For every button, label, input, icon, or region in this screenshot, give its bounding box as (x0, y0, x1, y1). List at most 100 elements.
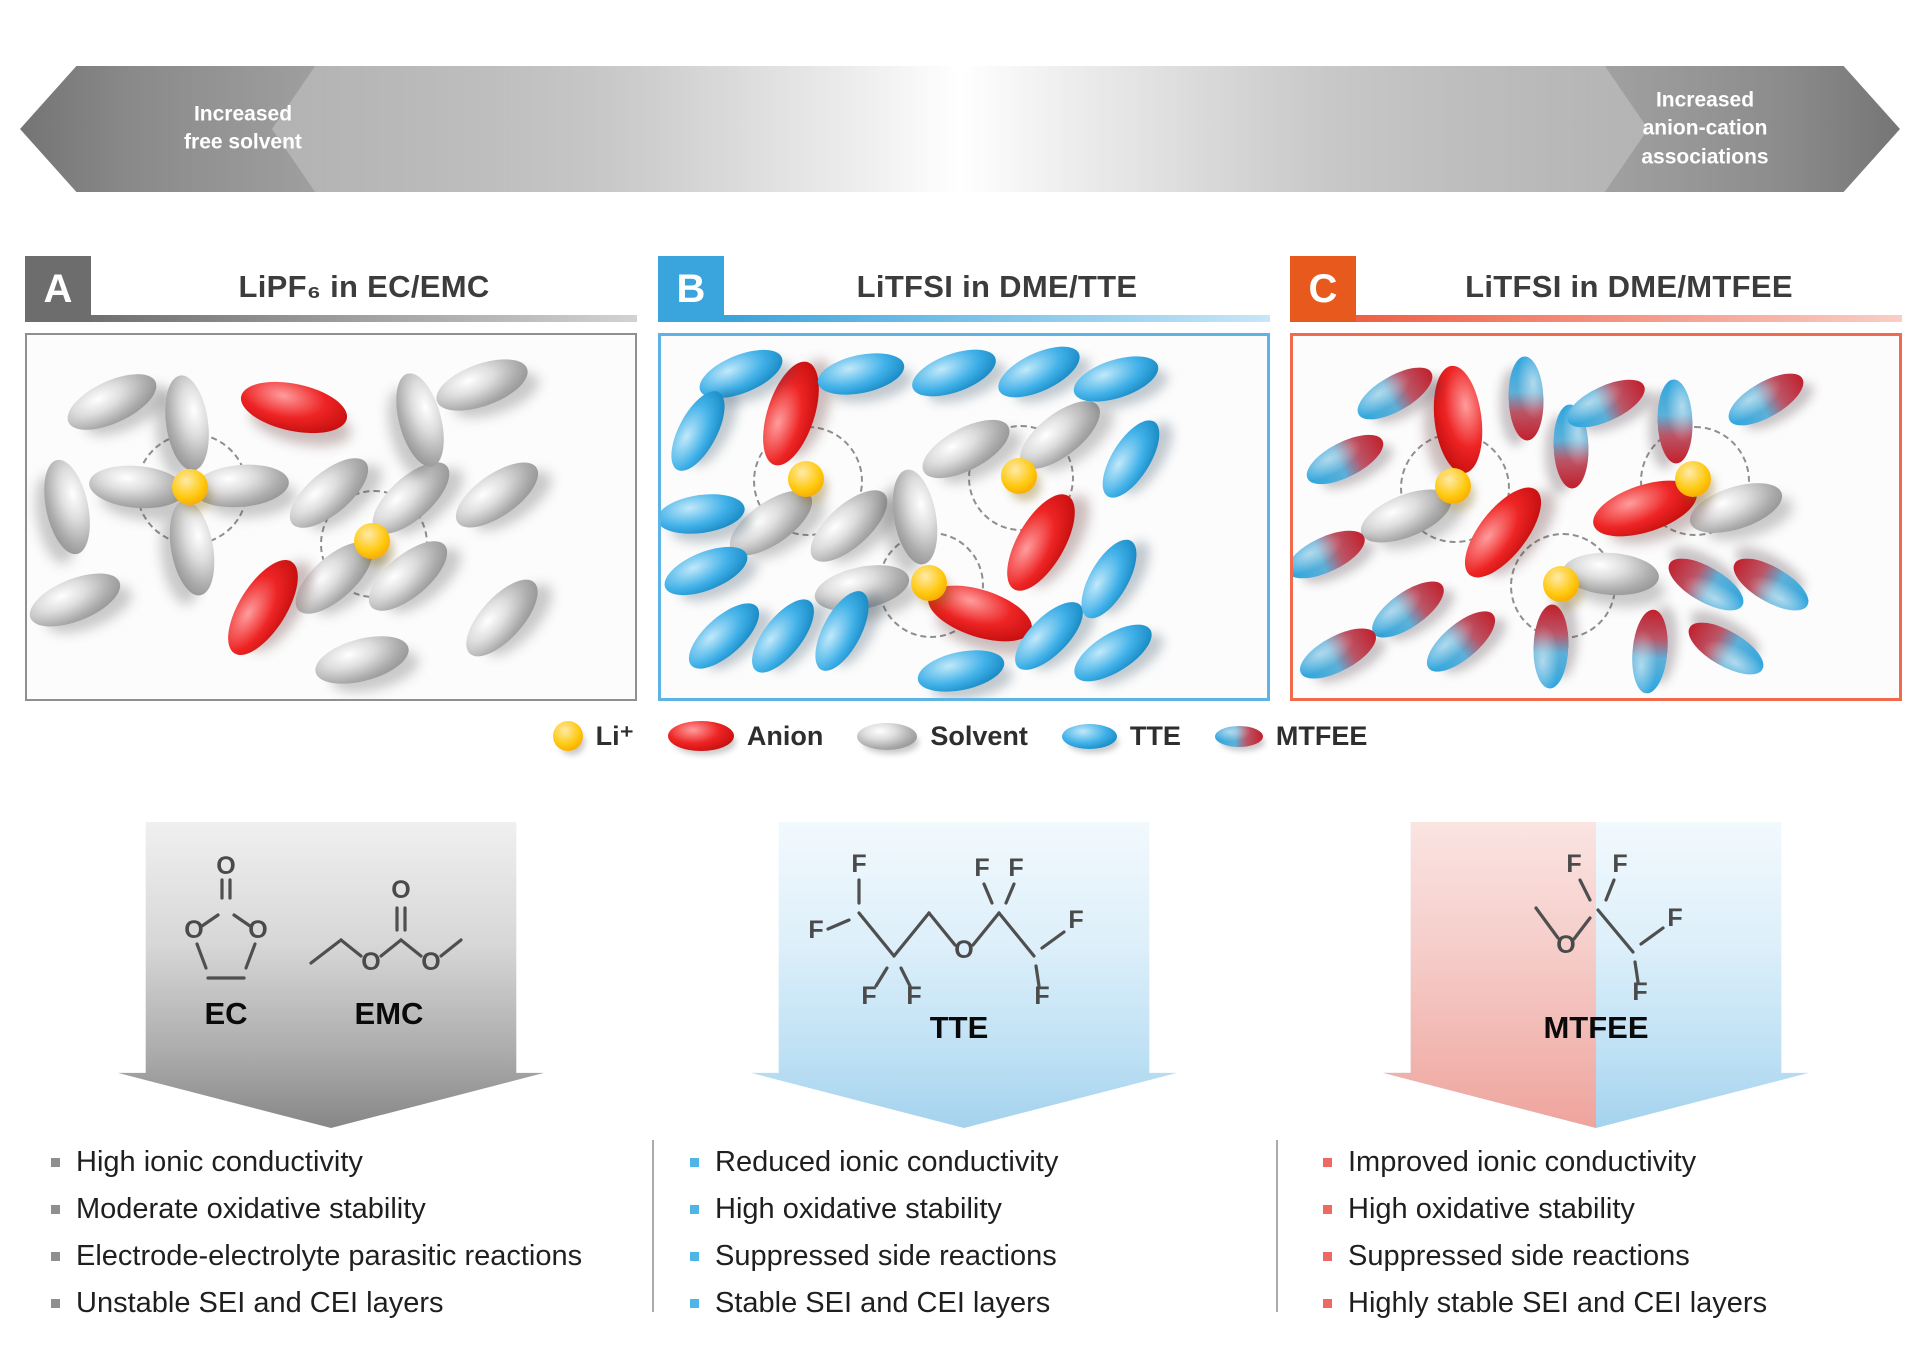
legend-label: Anion (746, 720, 824, 751)
down-arrow (118, 822, 544, 1128)
bullet-item: Improved ionic conductivity (1323, 1146, 1883, 1179)
bond-line (874, 966, 889, 988)
bond-line (1578, 878, 1592, 902)
atom-label: F (1667, 904, 1682, 932)
bullet-item: High oxidative stability (1323, 1193, 1883, 1226)
atom-label: O (184, 916, 203, 944)
li-ion (1001, 458, 1037, 494)
bond-line (1596, 908, 1635, 954)
bullet-marker (690, 1205, 699, 1214)
mtfee-ellipse (1349, 356, 1441, 430)
bond-line (1604, 878, 1616, 902)
solvent-ellipse (429, 348, 535, 422)
bond-line (439, 938, 463, 958)
mtfee-ellipse (1560, 369, 1652, 437)
bullet-marker (51, 1299, 60, 1308)
banner-label-left: Increased free solvent (184, 102, 302, 154)
legend-label: Li⁺ (595, 720, 634, 751)
legend-item: MTFEE (1214, 720, 1368, 752)
bond-line (1040, 930, 1066, 950)
bullet-item: Suppressed side reactions (1323, 1240, 1883, 1273)
atom-label: O (1556, 931, 1575, 959)
atom-label: F (974, 854, 989, 882)
down-arrow (751, 822, 1177, 1128)
bullet-text: High oxidative stability (1348, 1193, 1635, 1225)
molecule-label: EC (204, 996, 247, 1031)
panel-scene-box (658, 333, 1270, 701)
bond-line (195, 942, 208, 970)
bond-line (379, 938, 403, 958)
atom-label: F (861, 982, 876, 1010)
anion-ellipse (236, 372, 352, 442)
anion-swatch (667, 721, 734, 751)
bullet-text: Unstable SEI and CEI layers (76, 1287, 444, 1319)
bond-line (244, 942, 257, 970)
bullet-text: Improved ionic conductivity (1348, 1146, 1697, 1178)
legend-item: Li⁺ (552, 720, 634, 752)
gradient-arrow-banner: Increased free solvent Increased anion-c… (20, 66, 1900, 192)
li-ion (172, 469, 208, 505)
mtfee-ellipse (1720, 362, 1812, 436)
tte-ellipse (814, 346, 908, 402)
column-divider (652, 1140, 654, 1312)
tte-ellipse (914, 643, 1008, 698)
solvent-ellipse (454, 568, 550, 668)
mtfee-ellipse (1363, 570, 1453, 648)
mtfee-ellipse (1299, 424, 1391, 494)
legend-item: TTE (1061, 721, 1181, 752)
bullet-marker (690, 1299, 699, 1308)
bond-line (232, 913, 252, 928)
bond-line (309, 938, 343, 965)
panel-letter-badge: A (25, 256, 91, 322)
bullet-text: Suppressed side reactions (1348, 1240, 1690, 1272)
atom-label: F (1566, 850, 1581, 878)
solvent-ellipse (310, 627, 414, 693)
bullet-item: Suppressed side reactions (690, 1240, 1250, 1273)
mtfee-ellipse (1293, 617, 1384, 689)
bond-line (399, 938, 423, 958)
panel-letter-badge: B (658, 256, 724, 322)
bond-line (927, 911, 957, 947)
legend-label: MTFEE (1275, 720, 1368, 751)
panel-title: LiPF₆ in EC/EMC (238, 269, 490, 304)
bond-line (892, 911, 931, 958)
bond-line (1534, 906, 1560, 940)
bullet-item: Unstable SEI and CEI layers (51, 1287, 611, 1320)
solvent-ellipse (27, 562, 128, 638)
bond-line (200, 913, 220, 928)
bullet-item: Moderate oxidative stability (51, 1193, 611, 1226)
bond-line (1572, 916, 1592, 941)
bullet-item: Reduced ionic conductivity (690, 1146, 1250, 1179)
bond-line (826, 918, 851, 931)
bond-line (997, 911, 1036, 958)
bullet-marker (1323, 1252, 1332, 1261)
bond-line (1639, 926, 1665, 946)
tte-ellipse (1091, 411, 1171, 507)
bullet-marker (1323, 1158, 1332, 1167)
atom-label: F (808, 916, 823, 944)
atom-label: O (391, 876, 410, 904)
li-ion (911, 565, 947, 601)
molecule-label: MTFEE (1543, 1010, 1648, 1045)
bullet-text: Electrode-electrolyte parasitic reaction… (76, 1240, 583, 1272)
tte-ellipse (991, 336, 1087, 408)
atom-label: F (906, 982, 921, 1010)
atom-label: O (216, 852, 235, 880)
atom-label: F (851, 850, 866, 878)
bond-line (899, 966, 912, 988)
bond-line (1034, 964, 1041, 988)
atom-label: F (1008, 854, 1023, 882)
bullet-item: Electrode-electrolyte parasitic reaction… (51, 1240, 611, 1273)
down-arrow-pink-half (1383, 822, 1596, 1128)
li-ion (1675, 461, 1711, 497)
atom-label: O (954, 936, 973, 964)
panel-scene-box (1290, 333, 1902, 701)
atom-label: F (1068, 906, 1083, 934)
